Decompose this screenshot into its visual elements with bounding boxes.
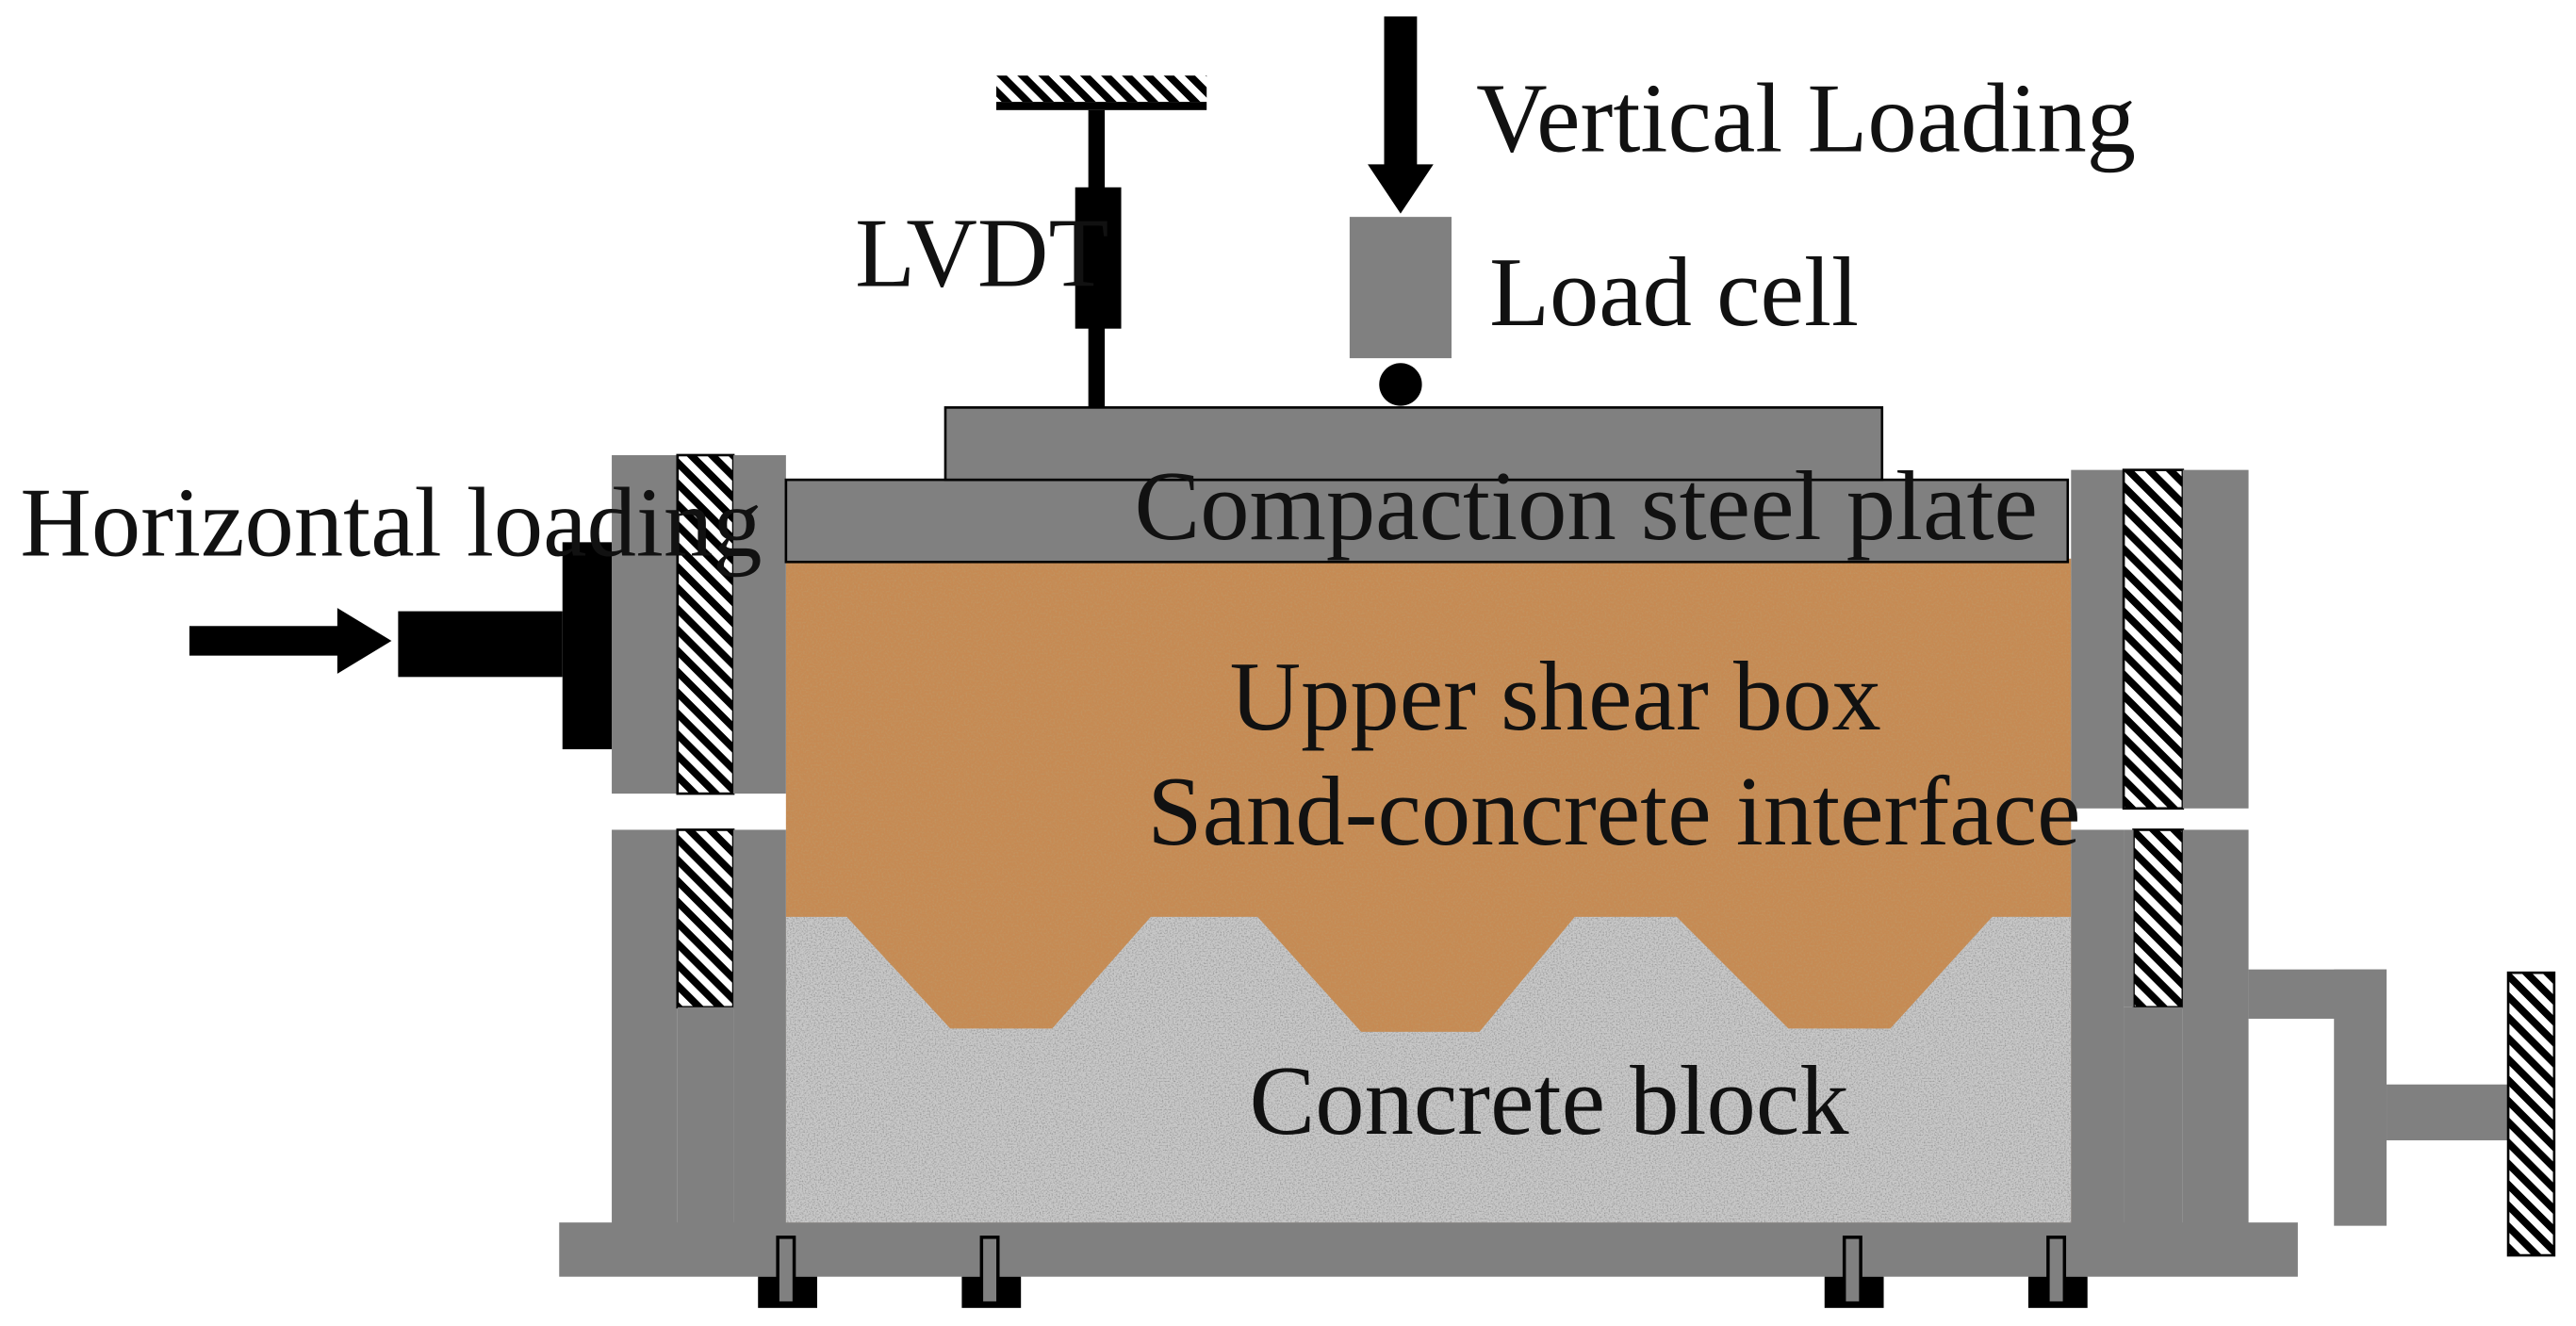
interface-label: Sand-concrete interface (1147, 757, 2080, 866)
lower-left-inner-wall (733, 829, 786, 1224)
compaction-plate-label: Compaction steel plate (1134, 451, 2038, 561)
upper-shear-box-label: Upper shear box (1230, 642, 1881, 751)
compaction-plates (784, 406, 2070, 564)
lower-left-hatch (676, 828, 735, 1009)
concrete-block-shape (785, 916, 2072, 1223)
anchor-bolt-1 (758, 1236, 817, 1308)
base-plate (559, 1222, 2298, 1277)
horizontal-loading-label: Horizontal loading (20, 467, 762, 577)
lower-right-filler (2124, 1007, 2183, 1224)
lower-right-hatch (2132, 828, 2185, 1009)
upper-left-inner-wall (733, 454, 786, 794)
lower-left-outer-wall (612, 829, 678, 1224)
anchor-bolt-4 (2027, 1236, 2088, 1308)
reaction-arm-vertical (2334, 969, 2387, 1226)
upper-left-outer-wall (612, 454, 678, 794)
upper-right-inner-wall (2071, 469, 2125, 809)
specimen (785, 558, 2072, 1223)
upper-right-outer-wall (2182, 469, 2249, 809)
load-ball (1379, 363, 1422, 406)
lvdt-assembly (996, 75, 1207, 408)
vertical-loading-assembly (1349, 16, 1452, 406)
left-box-walls (612, 453, 786, 1224)
horizontal-loading-assembly (189, 542, 613, 750)
load-cell-label: Load cell (1489, 237, 1859, 347)
vertical-loading-label: Vertical Loading (1476, 63, 2136, 172)
loading-piston-rod (398, 611, 563, 678)
lower-left-filler (677, 1007, 734, 1224)
concrete-block-label: Concrete block (1250, 1046, 1850, 1155)
right-box-walls (2071, 468, 2249, 1224)
upper-left-hatch (676, 453, 735, 795)
lower-right-inner-wall (2071, 829, 2125, 1224)
lower-right-gap-strip (2124, 829, 2134, 1007)
reaction-arm-horizontal (2387, 1084, 2509, 1140)
upper-right-hatch (2122, 468, 2185, 810)
anchor-bolt-2 (961, 1236, 1022, 1308)
lvdt-body (1075, 187, 1122, 329)
right-arrow-icon (189, 608, 392, 674)
loading-piston-plate (562, 542, 613, 750)
lvdt-support-hatch (996, 75, 1207, 103)
compaction-steel-plate (784, 478, 2070, 564)
load-cell (1349, 217, 1452, 359)
reaction-frame (2248, 969, 2556, 1257)
labels: Vertical Loading LVDT Load cell Horizont… (20, 63, 2136, 1155)
lvdt-label: LVDT (855, 198, 1108, 307)
anchor-bolt-3 (1824, 1236, 1884, 1308)
lvdt-support-bar (996, 102, 1207, 110)
down-arrow-icon (1368, 16, 1434, 214)
lower-right-outer-wall (2182, 829, 2249, 1224)
base (559, 1222, 2298, 1308)
hatched-support-icon (2506, 971, 2556, 1257)
top-loading-plate (943, 406, 1884, 482)
